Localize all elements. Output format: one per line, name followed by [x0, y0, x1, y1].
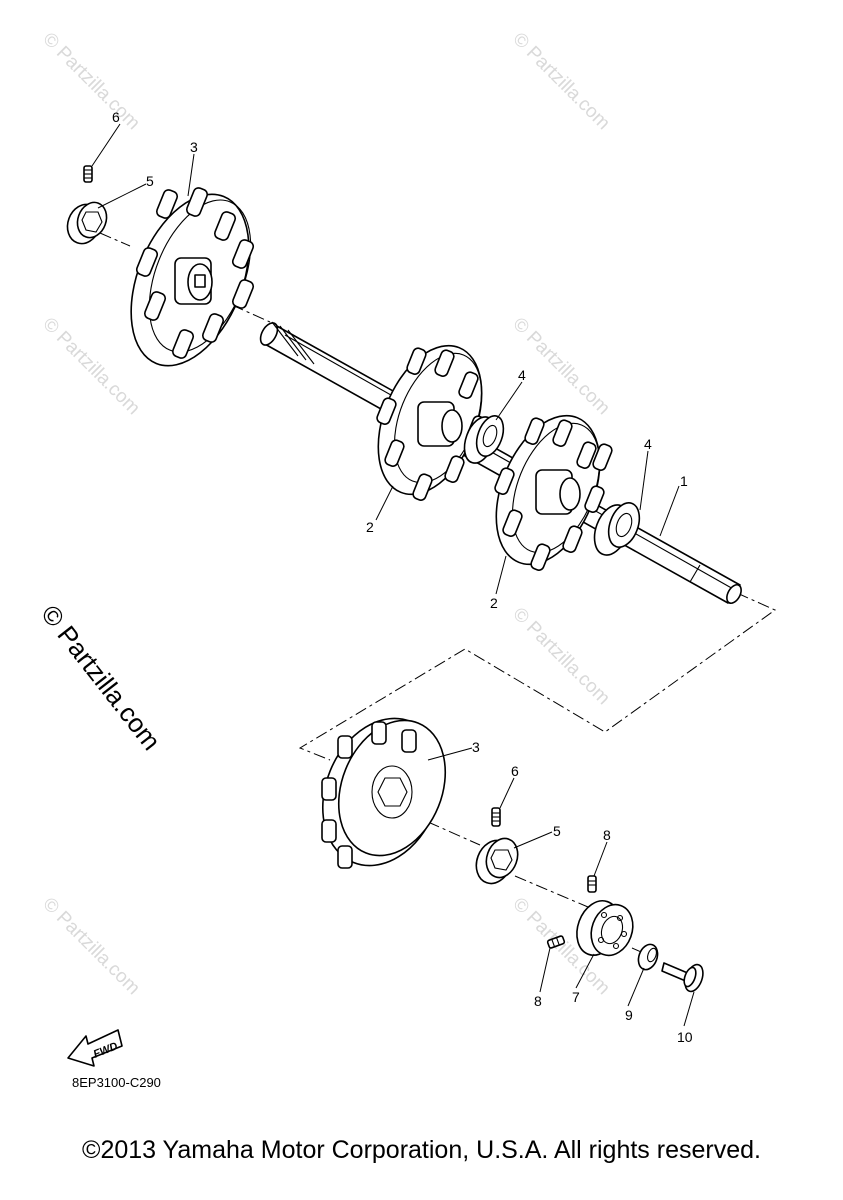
set-screw-bearing-side [546, 935, 566, 949]
watermark-text: © Partzilla.com [508, 29, 613, 134]
bearing [576, 900, 634, 957]
sprocket-left [130, 187, 255, 367]
callout-1: 1 [680, 473, 688, 489]
collar-lower [475, 837, 519, 885]
callout-5a: 5 [146, 173, 154, 189]
watermark-text: © Partzilla.com [38, 314, 143, 419]
collar-upper [66, 201, 108, 245]
callout-9: 9 [625, 1007, 633, 1023]
set-screw-bearing-top [587, 875, 597, 893]
nut [637, 943, 659, 971]
spacer-ring-right [593, 502, 641, 556]
leader-lines [91, 123, 695, 1027]
watermark-text: © Partzilla.com [38, 894, 143, 999]
watermark-text: © Partzilla.com [508, 604, 613, 709]
sprocket-lower [321, 717, 447, 869]
bolt [661, 962, 704, 993]
callout-5b: 5 [553, 823, 561, 839]
callout-2b: 2 [490, 595, 498, 611]
sprocket-right [494, 414, 613, 571]
callout-4b: 4 [644, 436, 652, 452]
callout-6a: 6 [112, 109, 120, 125]
watermark-text: © Partzilla.com [38, 29, 143, 134]
callout-6b: 6 [511, 763, 519, 779]
callout-10: 10 [677, 1029, 693, 1045]
callout-7: 7 [572, 989, 580, 1005]
callout-3b: 3 [472, 739, 480, 755]
callout-8a: 8 [603, 827, 611, 843]
callout-labels: 1 2 2 3 3 4 4 5 5 6 6 7 8 8 9 10 [112, 109, 693, 1045]
set-screw-upper [83, 165, 93, 183]
set-screw-lower [491, 807, 501, 827]
callout-8b: 8 [534, 993, 542, 1009]
callout-3a: 3 [190, 139, 198, 155]
diagram-code: 8EP3100-C290 [72, 1075, 161, 1090]
callout-2a: 2 [366, 519, 374, 535]
drive-shaft [259, 321, 742, 605]
watermark-main: © Partzilla.com [35, 599, 167, 756]
callout-4a: 4 [518, 367, 526, 383]
spacer-ring-middle [463, 415, 505, 464]
copyright-notice: ©2013 Yamaha Motor Corporation, U.S.A. A… [82, 1136, 761, 1164]
fwd-arrow-icon: FWD [67, 1029, 123, 1067]
